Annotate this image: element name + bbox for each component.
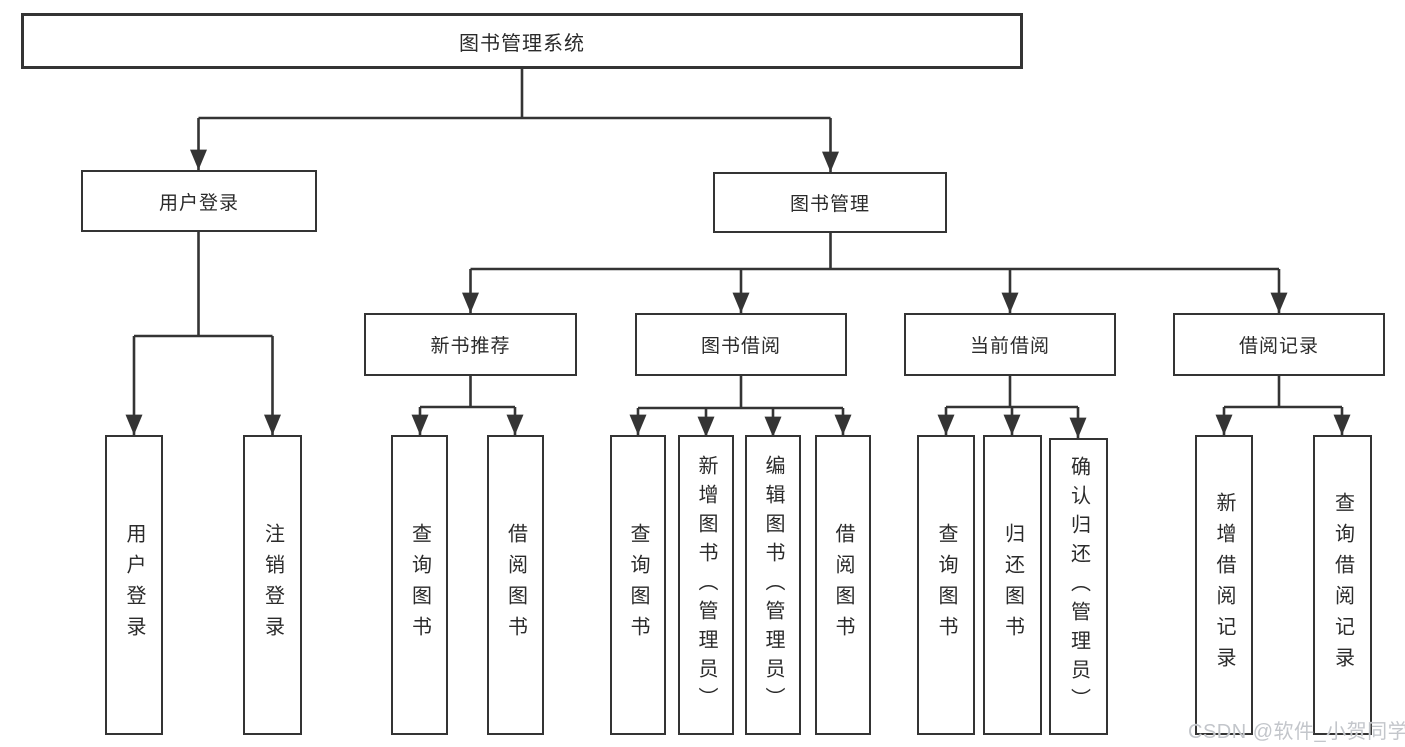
- leaf-query-borrow-record: 查询借阅记录: [1313, 435, 1372, 735]
- leaf-add-borrow-record-label: 新增借阅记录: [1213, 492, 1235, 678]
- leaf-borrow-books-a-label: 借阅图书: [504, 523, 527, 647]
- node-user-login-label: 用户登录: [158, 192, 239, 214]
- leaf-return-book: 归还图书: [983, 435, 1042, 735]
- node-new-book-recommend: 新书推荐: [364, 313, 577, 376]
- leaf-edit-book: 编辑图书（管理员）: [745, 435, 801, 735]
- leaf-borrow-books-b-label: 借阅图书: [832, 523, 854, 647]
- connector-user-login-trunk: [134, 232, 273, 338]
- node-current-borrow: 当前借阅: [904, 313, 1116, 376]
- leaf-query-books-a-label: 查询图书: [408, 523, 431, 647]
- node-root: 图书管理系统: [21, 13, 1023, 69]
- leaf-add-borrow-record: 新增借阅记录: [1195, 435, 1253, 735]
- leaf-query-books-b: 查询图书: [610, 435, 666, 735]
- connector-root-trunk: [198, 69, 831, 120]
- leaf-confirm-return-label: 确认归还（管理员）: [1067, 456, 1090, 717]
- connector-borrow-records-trunk: [1224, 376, 1342, 409]
- connector-book-borrow-trunk: [638, 376, 843, 410]
- leaf-query-books-a: 查询图书: [391, 435, 448, 735]
- leaf-confirm-return: 确认归还（管理员）: [1049, 438, 1108, 735]
- leaf-query-books-b-label: 查询图书: [627, 523, 649, 647]
- connector-current-borrow-trunk: [946, 376, 1078, 409]
- node-root-label: 图书管理系统: [459, 32, 585, 55]
- leaf-user-login-label: 用户登录: [123, 523, 145, 647]
- node-book-borrow-label: 图书借阅: [700, 336, 781, 357]
- leaf-query-books-c: 查询图书: [917, 435, 975, 735]
- node-current-borrow-label: 当前借阅: [969, 336, 1050, 357]
- leaf-logout: 注销登录: [243, 435, 302, 735]
- leaf-edit-book-label: 编辑图书（管理员）: [762, 454, 784, 716]
- node-book-management: 图书管理: [713, 172, 947, 233]
- leaf-user-login: 用户登录: [105, 435, 163, 735]
- leaf-borrow-books-b: 借阅图书: [815, 435, 871, 735]
- node-user-login: 用户登录: [81, 170, 317, 232]
- leaf-logout-label: 注销登录: [261, 523, 284, 647]
- node-book-borrow: 图书借阅: [635, 313, 847, 376]
- leaf-query-borrow-record-label: 查询借阅记录: [1331, 492, 1354, 678]
- node-book-management-label: 图书管理: [789, 194, 870, 215]
- connector-new-book-recommend-trunk: [420, 376, 515, 409]
- node-borrow-records: 借阅记录: [1173, 313, 1385, 376]
- leaf-borrow-books-a: 借阅图书: [487, 435, 544, 735]
- leaf-query-books-c-label: 查询图书: [935, 523, 957, 647]
- leaf-add-book: 新增图书（管理员）: [678, 435, 734, 735]
- leaf-return-book-label: 归还图书: [1001, 523, 1024, 647]
- node-borrow-records-label: 借阅记录: [1238, 336, 1319, 357]
- leaf-add-book-label: 新增图书（管理员）: [695, 454, 717, 716]
- connector-book-management-trunk: [470, 233, 1279, 271]
- node-new-book-recommend-label: 新书推荐: [430, 336, 511, 357]
- watermark: CSDN @软件_小贺同学: [1188, 721, 1405, 743]
